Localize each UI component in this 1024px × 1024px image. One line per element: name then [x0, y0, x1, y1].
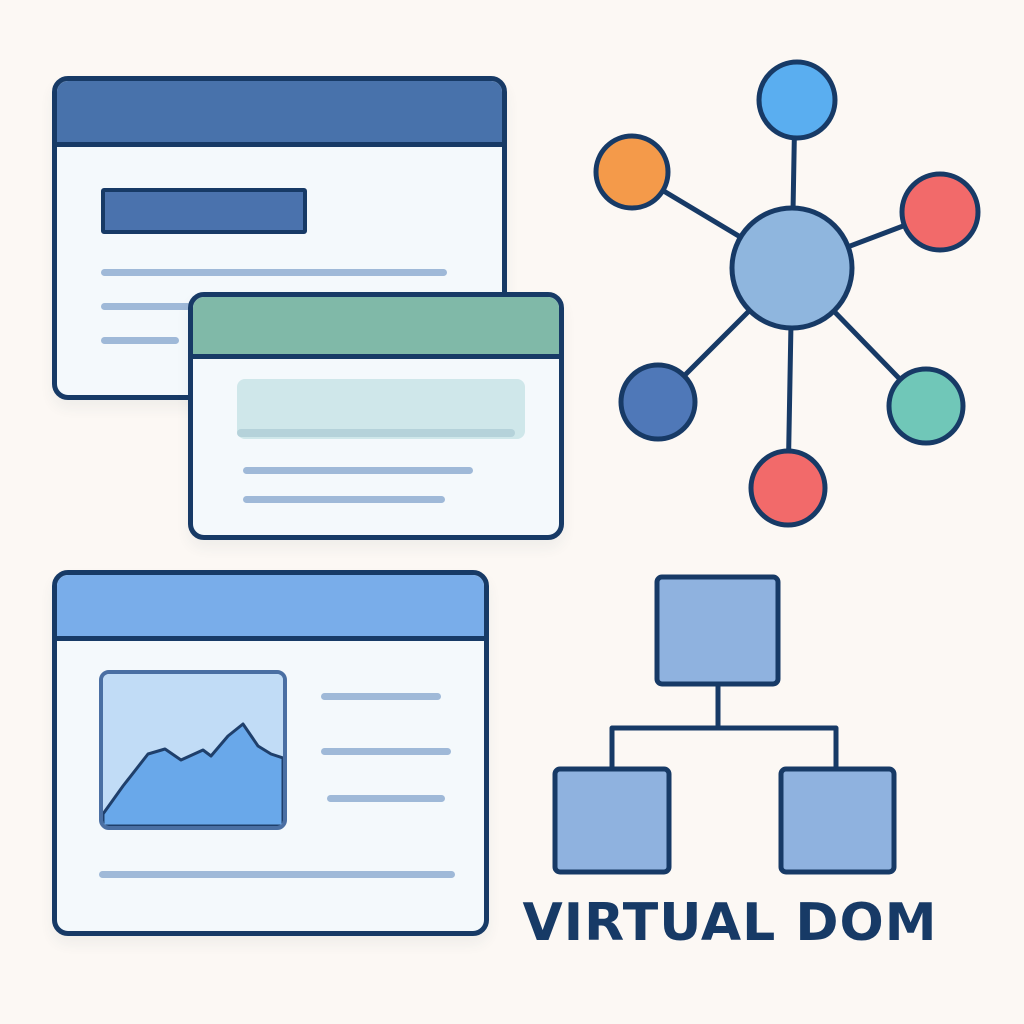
text-line	[101, 303, 191, 310]
network-node-bottom-right	[886, 366, 966, 446]
text-line	[327, 795, 445, 802]
network-node-bottom-left	[618, 362, 698, 442]
tree-connector	[609, 725, 839, 770]
window-titlebar	[57, 81, 502, 147]
tree-node-root	[654, 574, 781, 687]
hub-node	[729, 205, 855, 331]
tree-diagram-icon	[552, 574, 897, 875]
window-titlebar	[193, 297, 559, 359]
mountain-icon	[103, 674, 283, 826]
network-node-bottom	[748, 448, 828, 528]
text-line	[243, 467, 473, 474]
text-line	[99, 871, 455, 878]
input-field-underline	[237, 429, 515, 437]
text-line	[101, 269, 447, 276]
browser-window-media	[52, 570, 489, 936]
virtual-dom-label: VIRTUAL DOM	[522, 893, 938, 953]
image-thumbnail-icon	[99, 670, 287, 830]
tree-node-left-child	[552, 766, 672, 875]
browser-window-overlay	[188, 292, 564, 540]
text-line	[243, 496, 445, 503]
network-node-top-right	[899, 171, 981, 253]
network-graph-icon	[593, 59, 981, 528]
text-line	[101, 337, 179, 344]
window-titlebar	[57, 575, 484, 641]
heading-bar	[101, 188, 307, 234]
network-node-top-left	[593, 133, 671, 211]
text-line	[321, 748, 451, 755]
tree-node-right-child	[778, 766, 897, 875]
text-line	[321, 693, 441, 700]
network-node-top	[756, 59, 838, 141]
